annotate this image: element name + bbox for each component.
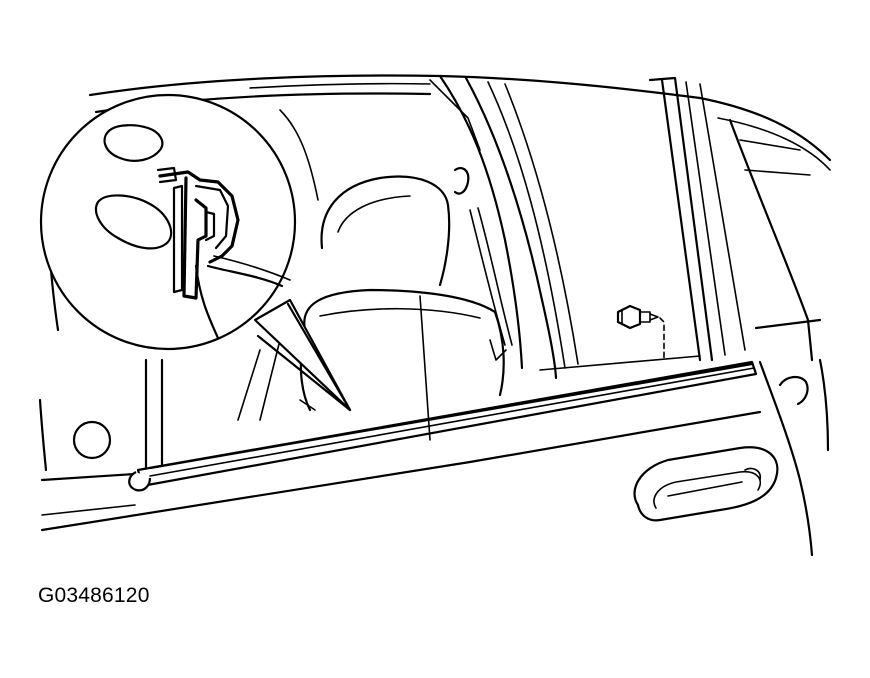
figure-code: G03486120: [38, 584, 150, 607]
interior-detail-lines: [237, 109, 431, 441]
rear-window-frame: [539, 76, 822, 371]
seatbelt: [469, 207, 513, 361]
door-handle: [633, 375, 809, 522]
weatherstrip-cross-section-detail: [94, 124, 291, 340]
detail-callout-circle: [39, 93, 352, 412]
b-pillar: [438, 74, 579, 380]
belt-weatherstrip: [128, 360, 758, 492]
screw-fastener-icon: [616, 304, 665, 361]
seat-headrest: [320, 166, 470, 287]
rear-door-panel: [40, 358, 830, 557]
